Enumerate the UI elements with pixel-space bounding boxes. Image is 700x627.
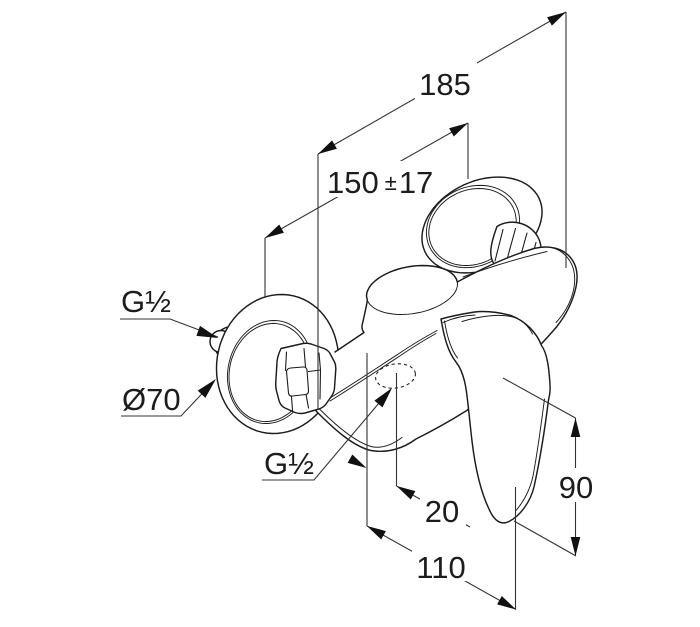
dim-20-label-mask (420, 492, 466, 526)
lever-handle (440, 310, 551, 524)
thread-outlet-arrow (374, 388, 392, 408)
dimension-150-17: 150±17 (264, 122, 469, 297)
dim-20-arrow-right (396, 486, 416, 500)
label-thread-outlet: G½ (262, 388, 392, 481)
mixer-body (301, 246, 578, 452)
mixer-fixture (209, 176, 578, 524)
label-flange-diameter: Ø70 (121, 379, 216, 417)
lever-top-inner-line (461, 314, 533, 335)
body-top-face-oval (366, 265, 458, 315)
dimension-110: 110 (366, 353, 517, 610)
lower-union-nut (275, 342, 337, 415)
dim-185-label: 185 (419, 67, 471, 102)
dim-150-arrow-right (449, 123, 468, 137)
body-bottom-inner-line (319, 409, 403, 448)
dim-90-arrow-bottom (570, 537, 581, 556)
dim-90-label-mask (555, 468, 597, 502)
dimension-185: 185 (317, 11, 567, 409)
body-cap-crease (462, 247, 576, 323)
flange-diameter-label: Ø70 (122, 382, 181, 417)
outlet-port-dashed-circle (375, 363, 416, 389)
dim-110-label-mask (412, 548, 472, 581)
lever-handle-outline (440, 310, 551, 524)
dim-20-arrow-left (347, 454, 367, 468)
upper-union-nut-facets (494, 227, 537, 271)
dim-185-label-mask (415, 62, 477, 100)
flange-diameter-arrow (197, 379, 216, 398)
dim-110-arrow-left (367, 526, 386, 540)
body-crease-line-2 (329, 333, 437, 402)
dim-150-label-mask (322, 161, 430, 197)
mixer-body-fill (302, 247, 578, 452)
dimension-annotations: 185 150±17 110 20 90 (120, 11, 597, 610)
dim-90-arrow-top (570, 418, 581, 437)
label-thread-top: G½ (120, 284, 219, 338)
dim-20-label: 20 (425, 494, 459, 529)
dim-185-arrow-right (547, 12, 566, 26)
lower-union-nut-facets (284, 347, 322, 412)
dimension-20: 20 (347, 373, 471, 529)
dim-110-arrow-right (497, 596, 516, 610)
dimension-90: 90 (502, 377, 597, 557)
body-crease-line-1 (329, 330, 438, 399)
dim-110-label: 110 (416, 550, 465, 585)
thread-top-arrow (196, 325, 218, 338)
lower-union-nut-outline (275, 342, 337, 415)
lever-neck-inner-line (444, 320, 545, 512)
lever-neck-junction-line (442, 314, 476, 323)
dim-150-arrow-left (265, 224, 284, 238)
thread-outlet-leader (262, 389, 391, 481)
dim-90-label: 90 (559, 470, 593, 505)
dim-150-label: 150±17 (327, 165, 433, 200)
dim-185-arrow-left (318, 140, 337, 154)
thread-top-label: G½ (121, 284, 171, 319)
thread-outlet-label: G½ (264, 446, 314, 481)
